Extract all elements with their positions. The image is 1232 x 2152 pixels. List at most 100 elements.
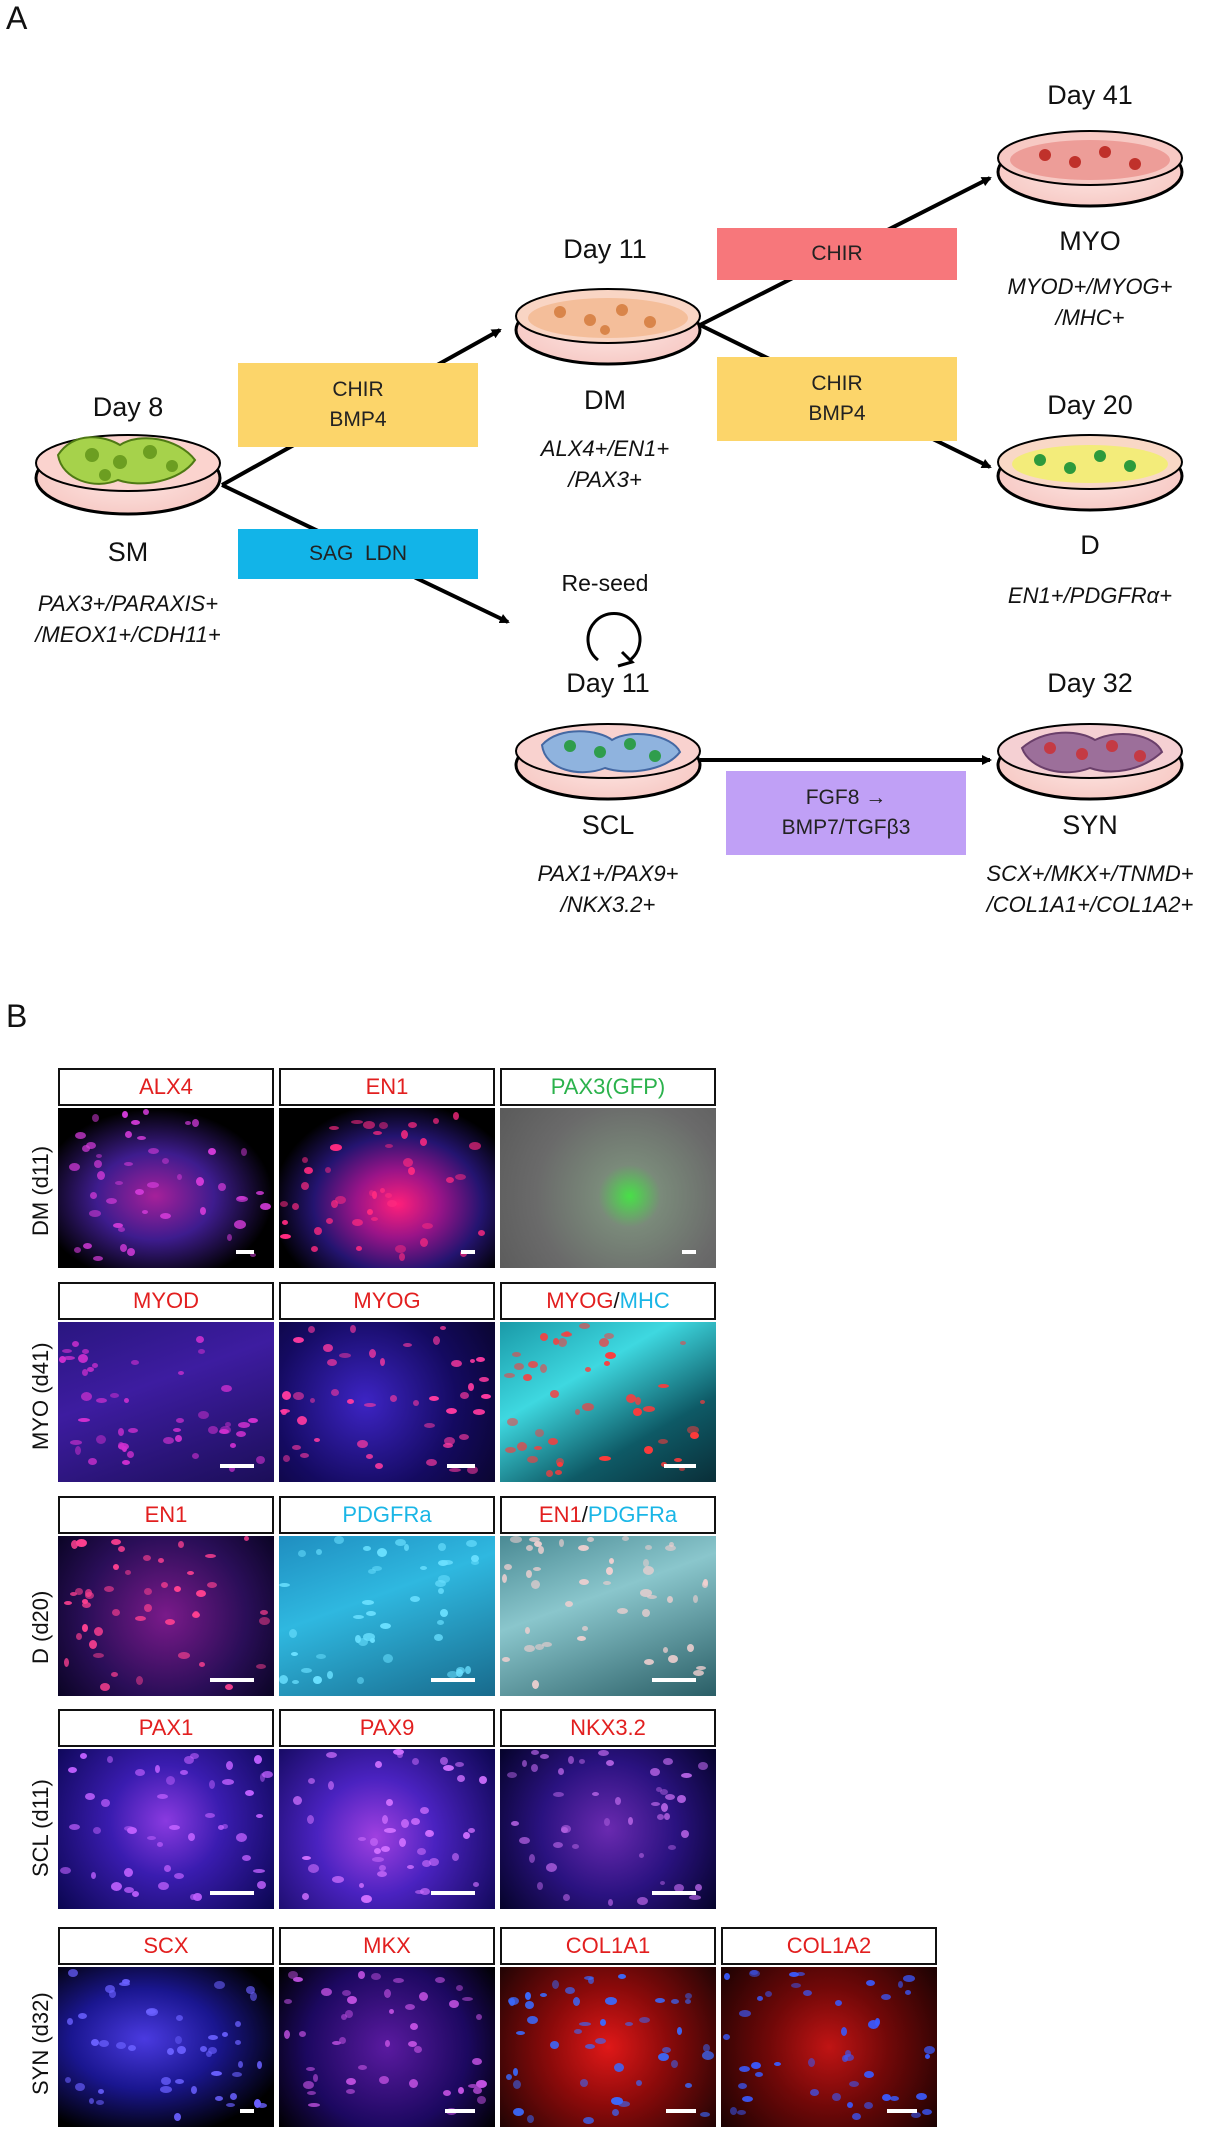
nucleus-mark <box>575 1409 580 1415</box>
dish-sm-icon <box>34 434 222 516</box>
nucleus-mark <box>459 1434 469 1440</box>
scl-marker-line-1: PAX1+/PAX9+ <box>537 861 679 886</box>
nucleus-mark <box>113 1564 119 1570</box>
nucleus-mark <box>404 1544 409 1551</box>
nucleus-mark <box>191 2086 197 2094</box>
stain-label-text: PDGFRa <box>587 1502 678 1527</box>
stain-label-text: EN1 <box>144 1502 188 1527</box>
nucleus-mark <box>651 1802 660 1806</box>
nucleus-mark <box>633 1408 642 1416</box>
nucleus-mark <box>385 2040 390 2047</box>
nucleus-mark <box>568 1756 574 1764</box>
nucleus-mark <box>256 1456 265 1464</box>
nucleus-mark <box>339 1353 351 1358</box>
nucleus-mark <box>128 2045 136 2051</box>
nucleus-mark <box>563 1894 570 1901</box>
nucleus-mark <box>419 1992 428 2001</box>
nucleus-mark <box>674 1458 682 1462</box>
nucleus-mark <box>558 1338 567 1347</box>
nucleus-mark <box>665 1794 675 1800</box>
nucleus-mark <box>379 1122 388 1129</box>
nucleus-mark <box>262 1771 273 1778</box>
nucleus-mark <box>292 1203 299 1210</box>
nucleus-mark <box>382 1815 388 1824</box>
nucleus-mark <box>604 1361 610 1366</box>
nucleus-mark <box>157 1842 163 1847</box>
nucleus-mark <box>443 1443 453 1448</box>
micrograph-image <box>500 1967 716 2127</box>
stain-label: MYOG/MHC <box>500 1282 716 1320</box>
stain-label: PAX9 <box>279 1709 495 1747</box>
nucleus-mark <box>662 2047 671 2053</box>
nucleus-mark <box>173 1428 181 1432</box>
nucleus-mark <box>187 1571 194 1575</box>
nucleus-mark <box>513 2068 518 2076</box>
nucleus-mark <box>397 1752 403 1758</box>
nucleus-mark <box>644 1446 653 1454</box>
nucleus-mark <box>241 1148 247 1156</box>
nucleus-mark <box>466 1540 477 1547</box>
nucleus-mark <box>331 1389 339 1396</box>
nucleus-mark <box>612 2109 619 2116</box>
nucleus-mark <box>508 1997 519 2005</box>
nucleus-mark <box>385 1144 393 1148</box>
nucleus-mark <box>60 1867 71 1874</box>
nucleus-mark <box>687 1644 694 1652</box>
nucleus-mark <box>306 2067 315 2071</box>
nucleus-mark <box>327 1671 333 1679</box>
nucleus-mark <box>226 2103 235 2107</box>
nucleus-mark <box>522 1760 527 1767</box>
nucleus-mark <box>789 1972 799 1977</box>
nucleus-mark <box>188 1833 195 1841</box>
nucleus-mark <box>218 1183 226 1191</box>
nucleus-mark <box>128 1428 138 1433</box>
nucleus-mark <box>898 1981 903 1988</box>
nucleus-mark <box>245 1790 254 1796</box>
nucleus-mark <box>595 2038 606 2044</box>
nucleus-mark <box>254 1755 262 1764</box>
nucleus-mark <box>808 2058 815 2067</box>
nucleus-mark <box>637 1897 648 1905</box>
myo-marker-line-1: MYOD+/MYOG+ <box>1007 274 1173 299</box>
nucleus-mark <box>420 1238 428 1247</box>
nucleus-mark <box>866 1980 875 1986</box>
nucleus-mark <box>669 1542 674 1547</box>
nucleus-mark <box>433 1118 439 1124</box>
nucleus-mark <box>739 2010 751 2017</box>
micrograph-image <box>279 1536 495 1696</box>
nucleus-mark <box>135 1616 146 1621</box>
nucleus-mark <box>513 2108 524 2116</box>
nucleus-mark <box>643 1406 655 1412</box>
nucleus-mark <box>381 1846 390 1852</box>
nucleus-mark <box>281 1409 287 1415</box>
dish-scl-icon <box>514 723 702 801</box>
nucleus-mark <box>504 1564 512 1570</box>
nucleus-mark <box>507 1418 518 1426</box>
nucleus-mark <box>384 1989 391 1998</box>
nucleus-mark <box>618 1974 626 1979</box>
nucleus-mark <box>374 1848 381 1854</box>
nucleus-mark <box>92 1363 98 1368</box>
scale-bar <box>431 1678 475 1682</box>
nucleus-mark <box>681 1830 689 1838</box>
nucleus-mark <box>236 1833 247 1842</box>
nucleus-mark <box>175 2079 184 2084</box>
nucleus-mark <box>924 2046 935 2054</box>
nucleus-mark <box>122 1979 130 1984</box>
nucleus-mark <box>534 1541 542 1547</box>
nucleus-mark <box>196 1590 206 1597</box>
nucleus-mark <box>665 1545 676 1551</box>
nucleus-mark <box>791 1983 801 1988</box>
nucleus-mark <box>864 2071 874 2078</box>
nucleus-mark <box>209 1780 215 1789</box>
nucleus-mark <box>660 1789 668 1795</box>
nucleus-mark <box>535 1644 544 1650</box>
nucleus-mark <box>403 1343 412 1347</box>
nucleus-mark <box>647 1595 657 1599</box>
nucleus-mark <box>119 1982 130 1986</box>
nucleus-mark <box>199 1662 205 1667</box>
nucleus-mark <box>358 1638 368 1646</box>
nucleus-mark <box>372 1191 377 1199</box>
nucleus-mark <box>236 1431 246 1437</box>
